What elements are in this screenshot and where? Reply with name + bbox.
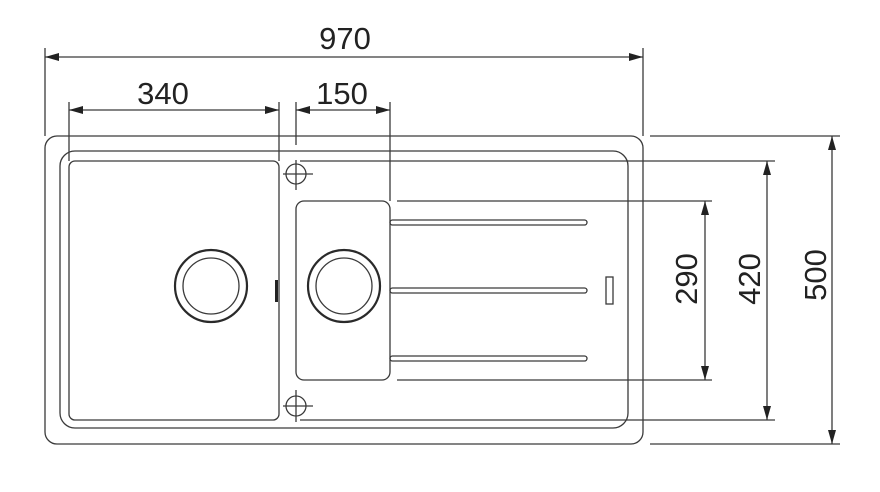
- label-left-bowl-width: 340: [137, 76, 189, 111]
- tap-hole-top-icon: [283, 160, 313, 190]
- label-overall-depth: 500: [798, 249, 833, 301]
- label-small-bowl-depth: 290: [669, 253, 704, 305]
- label-small-bowl-width: 150: [316, 76, 368, 111]
- sink-outer-edge: [44, 135, 644, 445]
- label-inner-depth: 420: [732, 253, 767, 305]
- overflow-mark: [275, 280, 278, 302]
- main-bowl: [68, 160, 280, 421]
- overflow-slot: [605, 276, 614, 305]
- label-overall-width: 970: [319, 21, 371, 56]
- tap-hole-bottom-icon: [283, 390, 313, 422]
- small-bowl: [295, 200, 391, 381]
- drainer-grooves: [389, 219, 588, 362]
- sink-inner-rim: [59, 150, 629, 429]
- small-drain-icon: [306, 248, 382, 324]
- main-drain-icon: [173, 248, 249, 324]
